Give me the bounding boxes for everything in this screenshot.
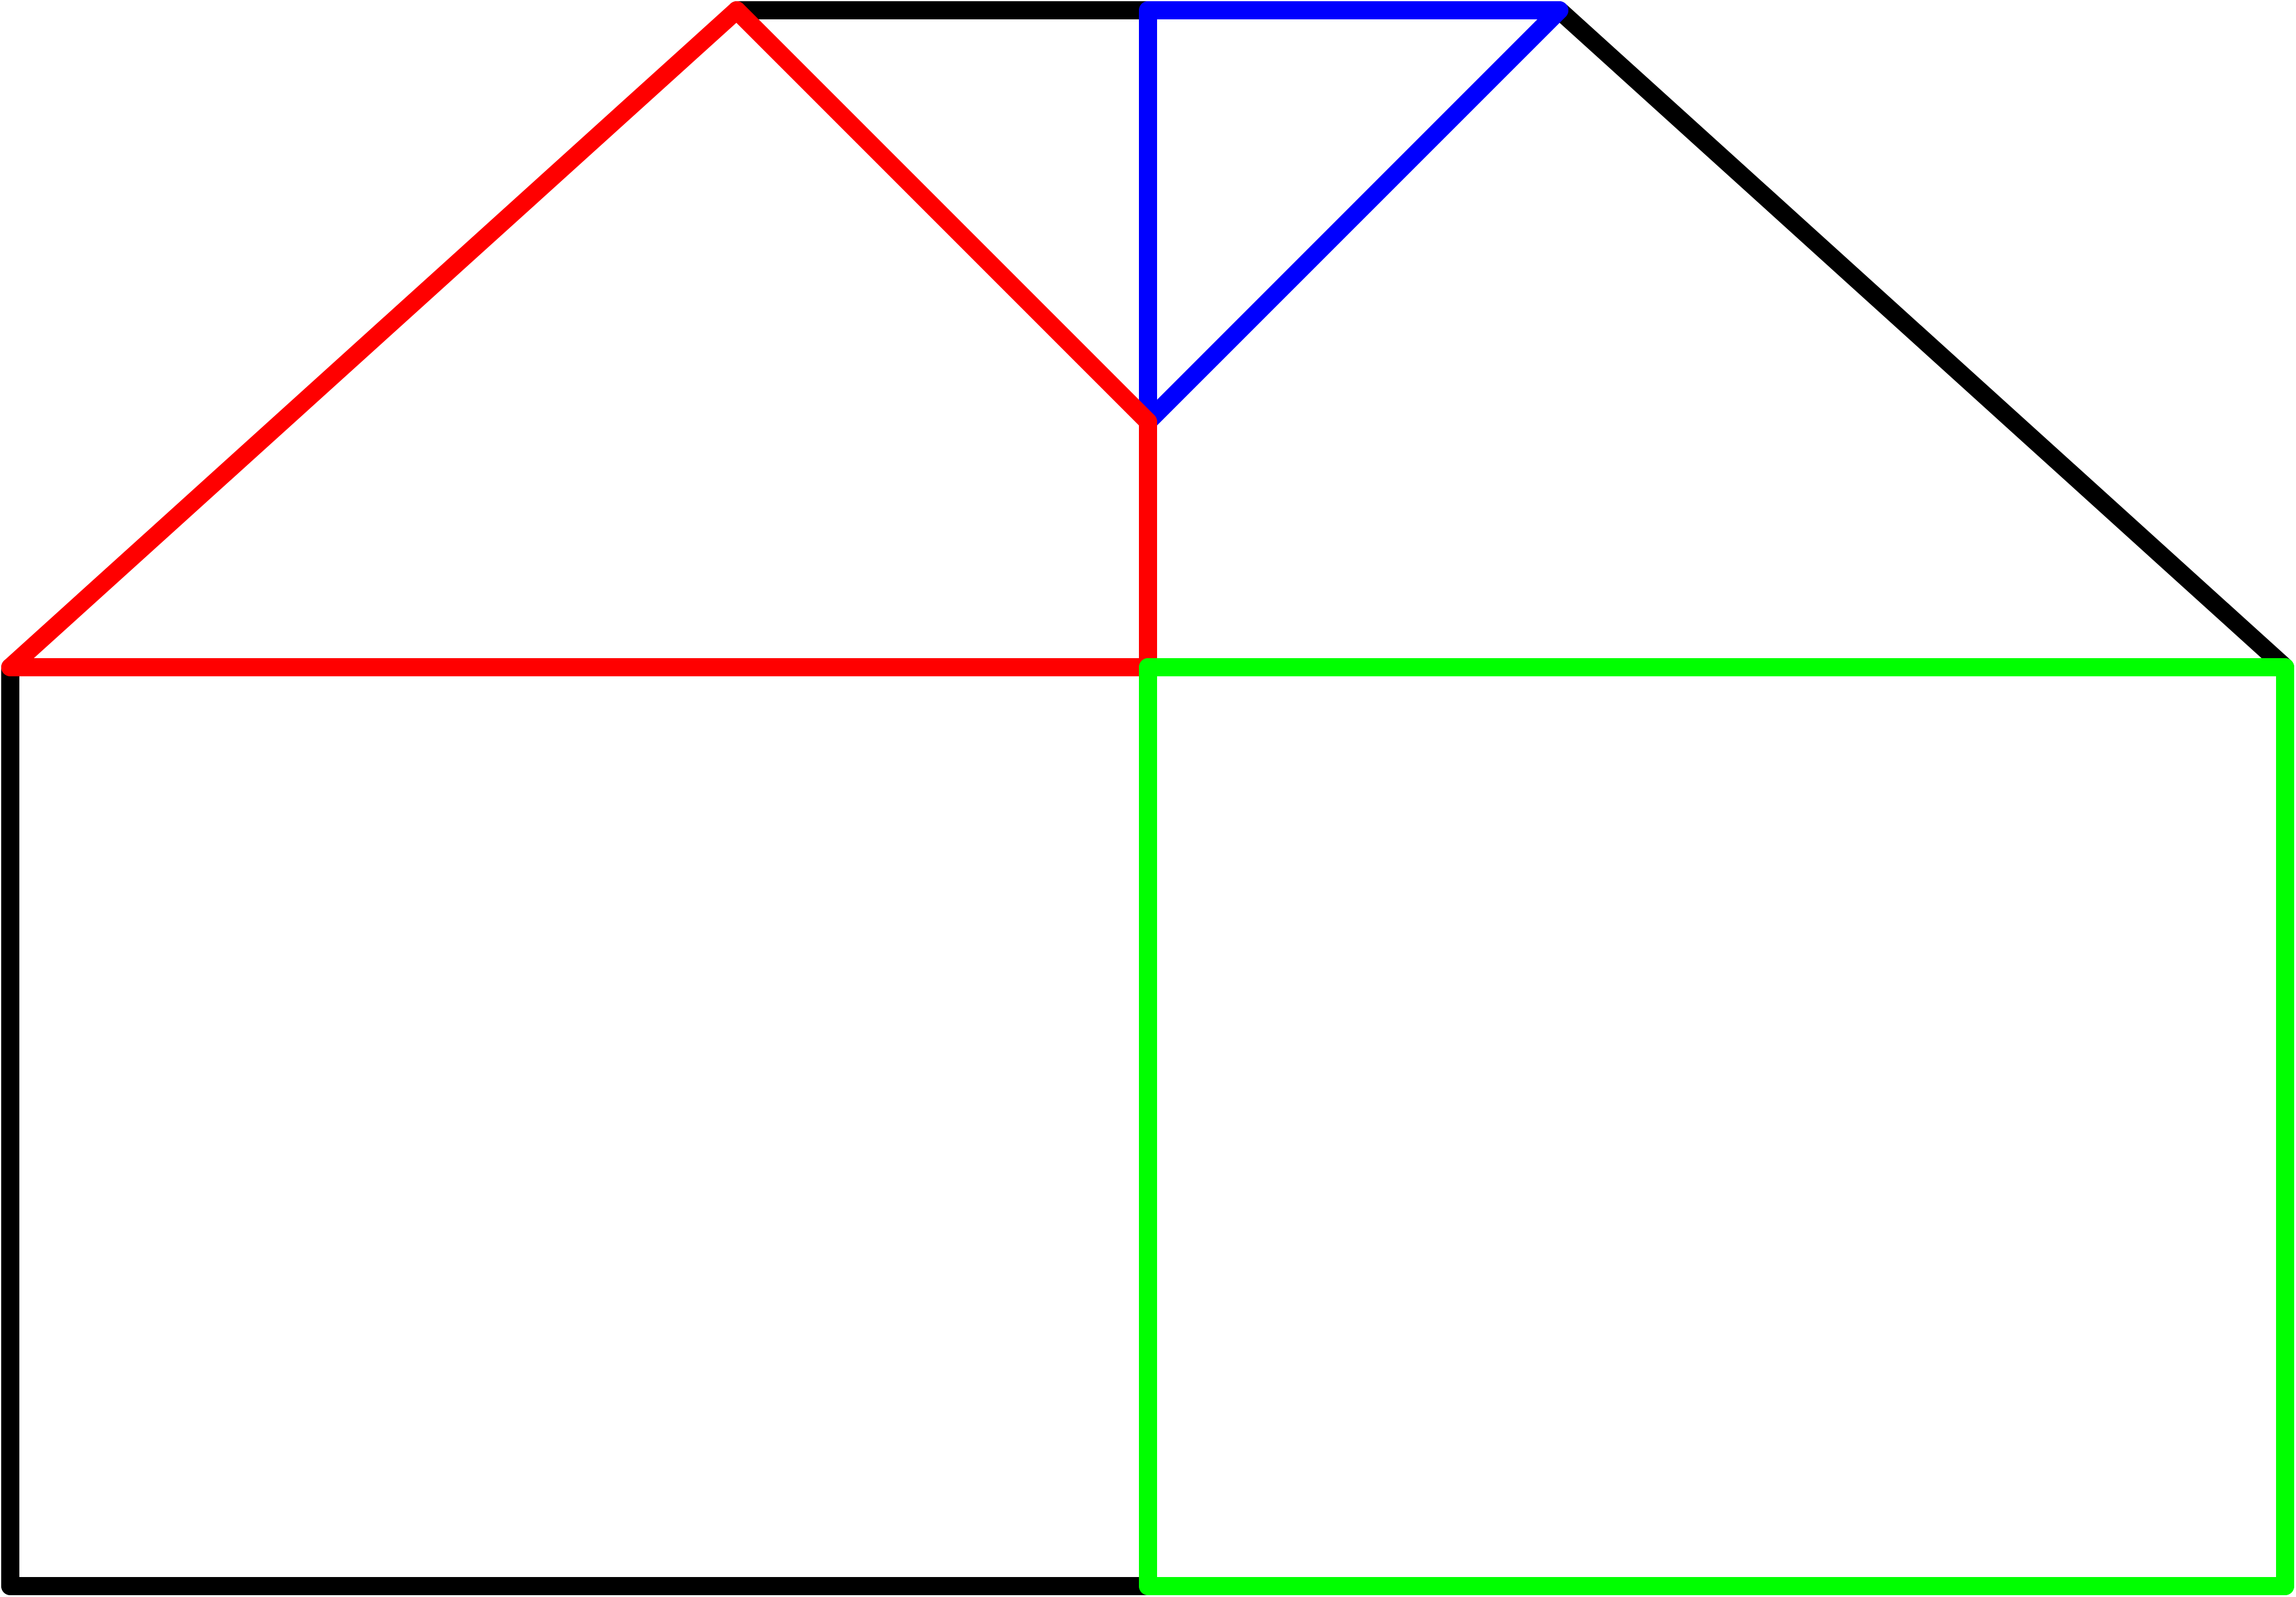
inner-diagonal-blue-segment [1139,1,1568,431]
inner-diagonal-red-segment [728,1,1157,431]
left-roof-slope-red-segment [1,1,746,676]
right-roof-slope-black-segment [1550,1,2294,676]
